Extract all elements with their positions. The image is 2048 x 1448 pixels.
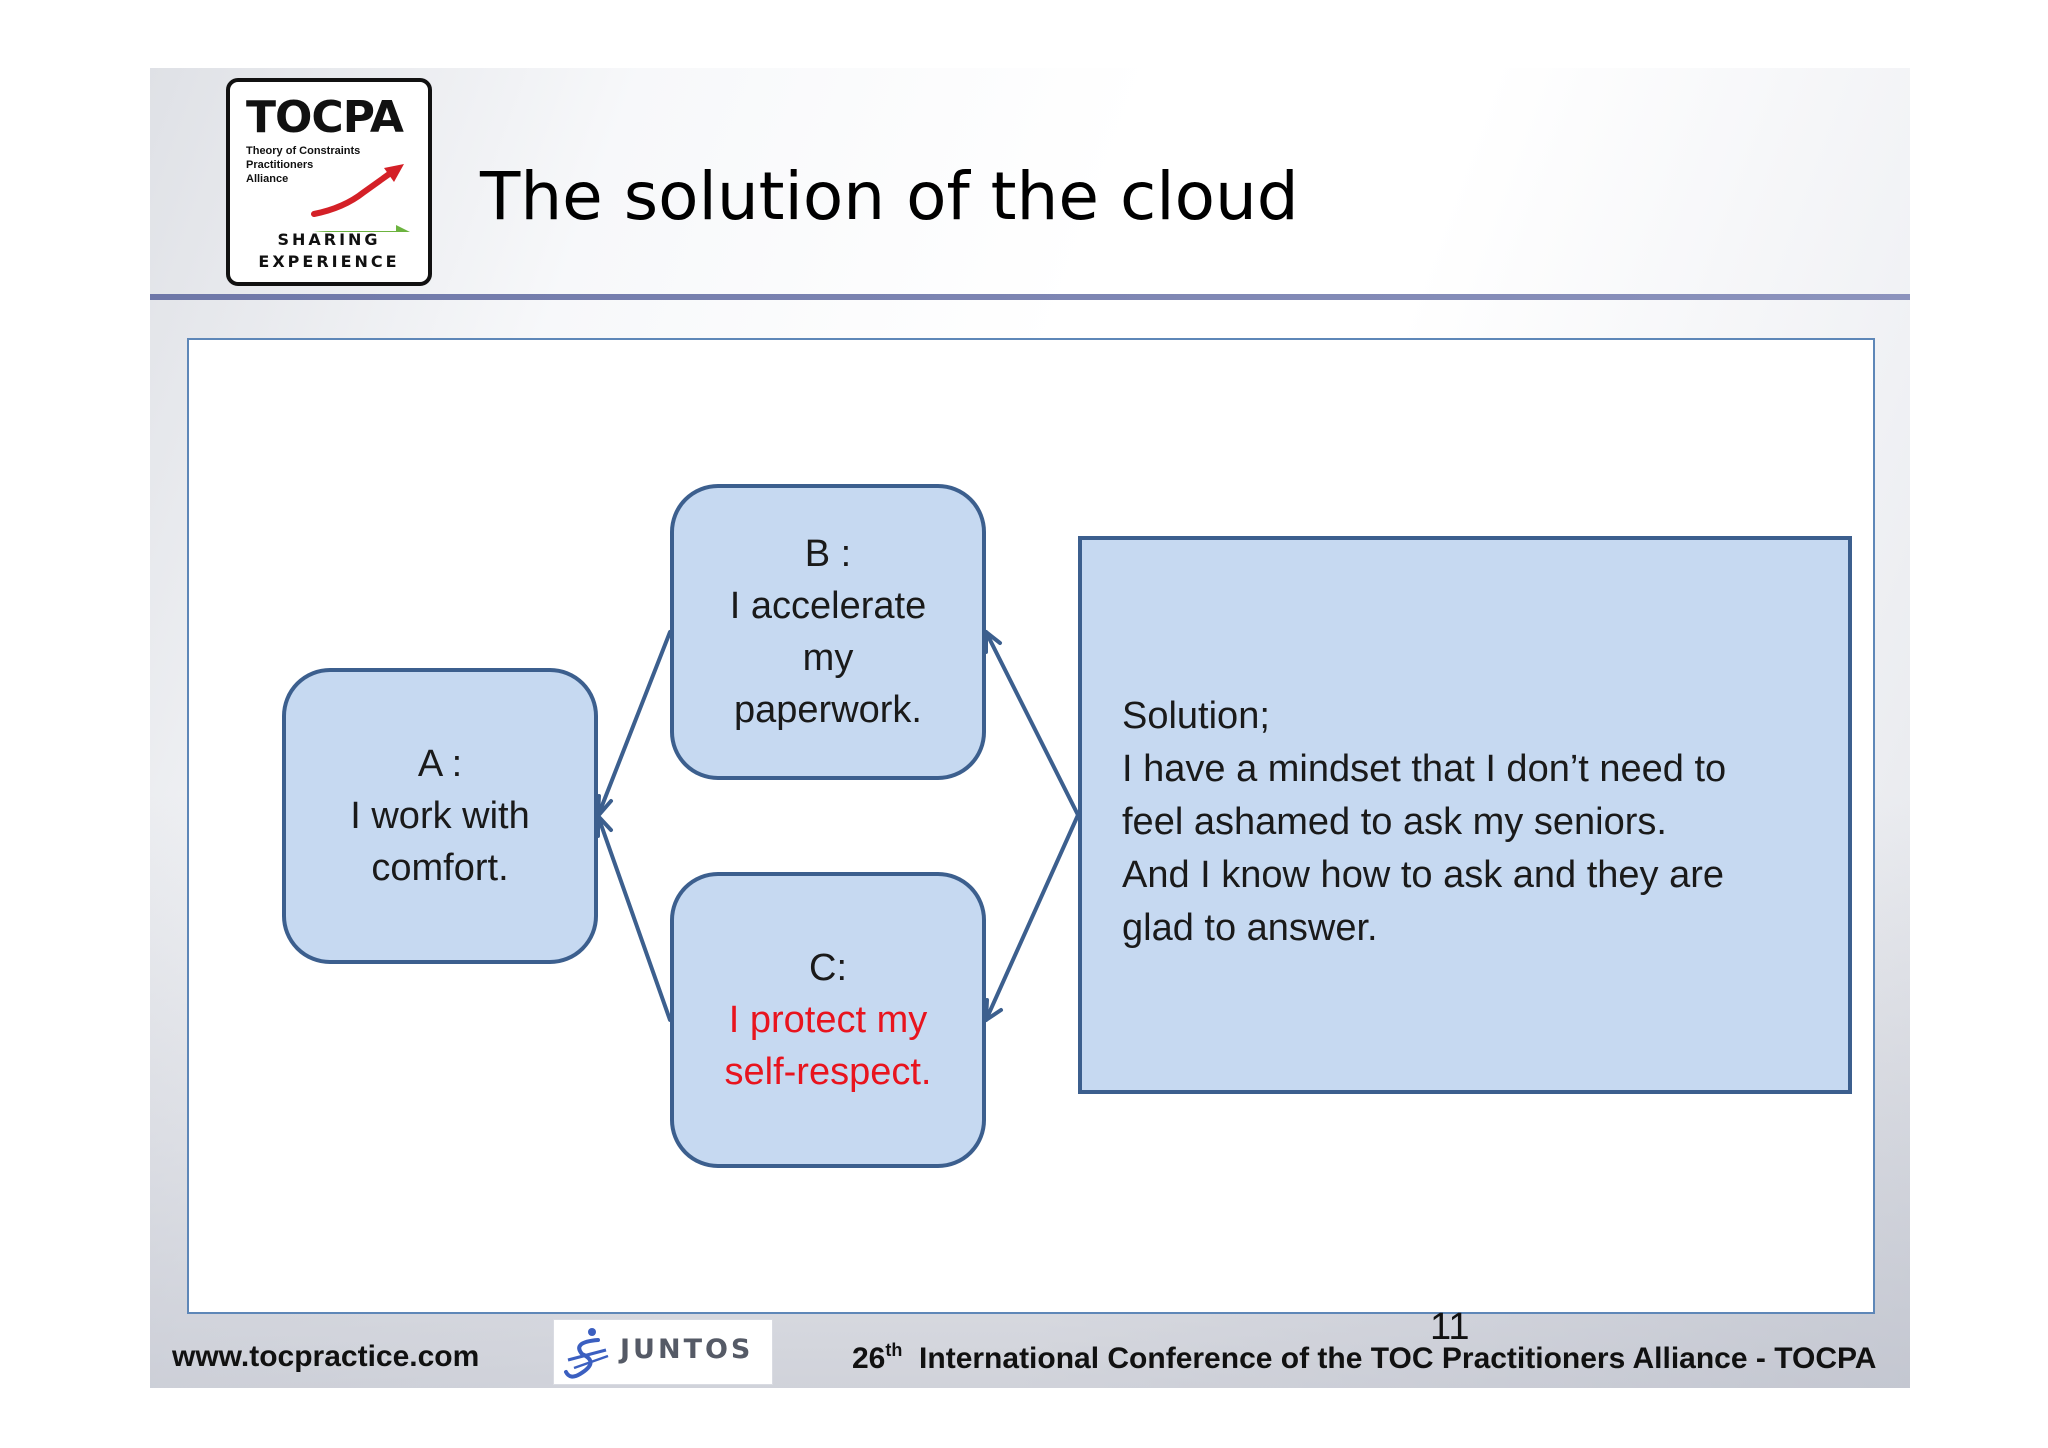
slide-number: 11 [1430, 1306, 1470, 1348]
solution-box: Solution; I have a mindset that I don’t … [1078, 536, 1852, 1094]
node-a-text-line: comfort. [371, 847, 509, 889]
connector-b-to-a [596, 630, 672, 818]
logo-tagline-sharing: SHARING [277, 230, 381, 249]
green-arrowhead-icon [396, 225, 410, 232]
cloud-node-a: A : I work with comfort. [282, 668, 598, 964]
connector-solution-to-c [984, 813, 1080, 1022]
conference-ordinal: 26 [852, 1342, 886, 1375]
solution-line: I have a mindset that I don’t need to [1122, 748, 1727, 790]
node-c-label: C: [809, 947, 847, 989]
solution-line: glad to answer. [1122, 907, 1378, 949]
juntos-logo: JUNTOS [553, 1319, 773, 1385]
logo-title: TOCPA [246, 92, 404, 143]
logo-subtitle-line: Alliance [246, 173, 289, 185]
slide: TOCPA Theory of Constraints Practitioner… [150, 68, 1910, 1388]
connector-solution-to-b [984, 630, 1080, 817]
node-a-label: A : [417, 743, 463, 785]
node-a-text-line: I work with [350, 795, 530, 837]
logo-subtitle: Theory of Constraints Practitioners Alli… [246, 144, 386, 186]
juntos-swirl-icon [564, 1328, 609, 1379]
node-b-text-line: paperwork. [734, 689, 922, 731]
arrowhead-at-a-from-c [596, 814, 613, 838]
page-title: The solution of the cloud [480, 158, 1299, 235]
juntos-wordmark: JUNTOS [620, 1334, 754, 1365]
footer-website-link[interactable]: www.tocpractice.com [172, 1340, 480, 1373]
solution-heading: Solution; [1122, 695, 1270, 737]
cloud-connectors [596, 630, 1080, 1022]
arrowhead-at-c [984, 998, 1003, 1022]
red-arrowhead-icon [384, 164, 404, 182]
conference-ordinal-suffix: th [885, 1340, 903, 1360]
cloud-node-c: C: I protect my self-respect. [670, 872, 986, 1168]
node-b-label: B : [804, 533, 852, 575]
node-c-text-line: self-respect. [724, 1051, 932, 1093]
red-arrow-icon [311, 169, 395, 217]
connector-c-to-a [596, 814, 672, 1022]
node-b-text-line: my [802, 637, 854, 679]
solution-line: And I know how to ask and they are [1122, 854, 1725, 896]
logo-subtitle-line: Theory of Constraints [246, 145, 361, 157]
node-b-text-line: I accelerate [729, 585, 927, 627]
node-c-text-line: I protect my [728, 999, 928, 1041]
logo-arrows-icon [311, 164, 410, 232]
conference-name: International Conference of the TOC Prac… [919, 1342, 1877, 1375]
arrowhead-at-b [984, 630, 1002, 654]
tocpa-logo: TOCPA Theory of Constraints Practitioner… [226, 78, 432, 286]
logo-subtitle-line: Practitioners [246, 159, 314, 171]
solution-line: feel ashamed to ask my seniors. [1122, 801, 1667, 843]
cloud-node-b: B : I accelerate my paperwork. [670, 484, 986, 780]
footer-conference-text: 26th International Conference of the TOC… [852, 1340, 1877, 1376]
logo-tagline-experience: EXPERIENCE [258, 252, 400, 271]
header-divider [150, 294, 1910, 300]
